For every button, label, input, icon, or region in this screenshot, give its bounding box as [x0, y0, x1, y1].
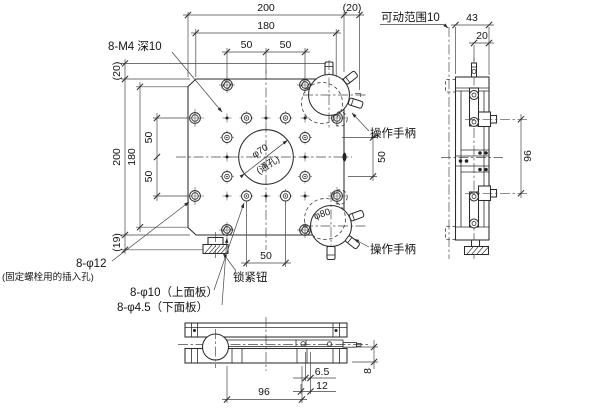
- front-top-plate: [184, 322, 348, 338]
- operating-handle-bottom: φ80: [303, 189, 366, 261]
- front-middle-plate: [222, 339, 344, 347]
- front-view: 96 6.5 12 8: [178, 317, 378, 404]
- dimensions-left: (20) 200 180 50 50 (19): [111, 59, 326, 254]
- side-view: 43 20 96: [441, 12, 534, 259]
- dimensions-top: 200 (20) 180 50 50: [183, 2, 364, 90]
- phi45-label: 8-φ4.5（下面板）: [117, 300, 208, 314]
- center-through-hole: [238, 129, 294, 185]
- dim-50-left-a: 50: [143, 132, 155, 144]
- phi10-label: 8-φ10（上面板）: [130, 285, 218, 299]
- top-view: φ70 (通孔) φ80: [176, 60, 366, 261]
- edge-reference-mark: [342, 152, 347, 162]
- dim-20-top: (20): [343, 2, 362, 14]
- travel-range-label: 可动范围10: [381, 10, 440, 24]
- dim-6-5: 6.5: [315, 366, 330, 378]
- knob-travel-position-bottom: [304, 198, 346, 240]
- dim-19-left: (19): [111, 233, 123, 252]
- dim-8: 8: [362, 368, 374, 374]
- dim-50-left-b: 50: [143, 171, 155, 183]
- dim-200-top: 200: [257, 2, 275, 14]
- handle-bottom-label: 操作手柄: [370, 242, 416, 256]
- knob-diameter-label: φ80: [312, 207, 331, 223]
- side-lock-knob-cap: [463, 245, 490, 256]
- operating-handle-top: [301, 60, 366, 130]
- phi12-note: (固定螺栓用的插入孔): [2, 271, 94, 283]
- diameter-line: [239, 139, 288, 179]
- lock-knob: [202, 232, 229, 258]
- annotation-labels: 8-M4 深10 8-φ12 (固定螺栓用的插入孔) 8-φ10（上面板） 8-…: [2, 10, 449, 314]
- dim-20-left: (20): [111, 62, 123, 81]
- dim-12: 12: [316, 380, 328, 392]
- dimensions-inner: 50 50: [241, 132, 388, 267]
- front-bottom-plate: [184, 347, 348, 364]
- dim-20-side: 20: [476, 30, 488, 42]
- dim-50-bottom: 50: [260, 250, 272, 262]
- handle-top-label: 操作手柄: [370, 126, 416, 140]
- dim-96-side: 96: [522, 150, 534, 162]
- side-screws: [458, 151, 488, 172]
- dim-200-left: 200: [111, 148, 123, 166]
- phi12-label: 8-φ12: [76, 258, 106, 270]
- dim-180-left: 180: [126, 148, 138, 166]
- knob-travel-position-top: [301, 82, 343, 124]
- dim-50-right: 50: [376, 151, 388, 163]
- dim-43: 43: [466, 12, 478, 24]
- lock-knob-label: 锁紧钮: [233, 270, 268, 284]
- dim-180-top: 180: [257, 20, 275, 32]
- dim-50-top-b: 50: [280, 39, 292, 51]
- side-top-pin: [470, 62, 478, 78]
- dim-50-top-a: 50: [241, 39, 253, 51]
- center-hole-diameter: φ70: [250, 142, 270, 160]
- m4-label: 8-M4 深10: [108, 39, 162, 53]
- dim-96-front: 96: [258, 386, 270, 398]
- side-lock-knob-stem: [470, 239, 481, 248]
